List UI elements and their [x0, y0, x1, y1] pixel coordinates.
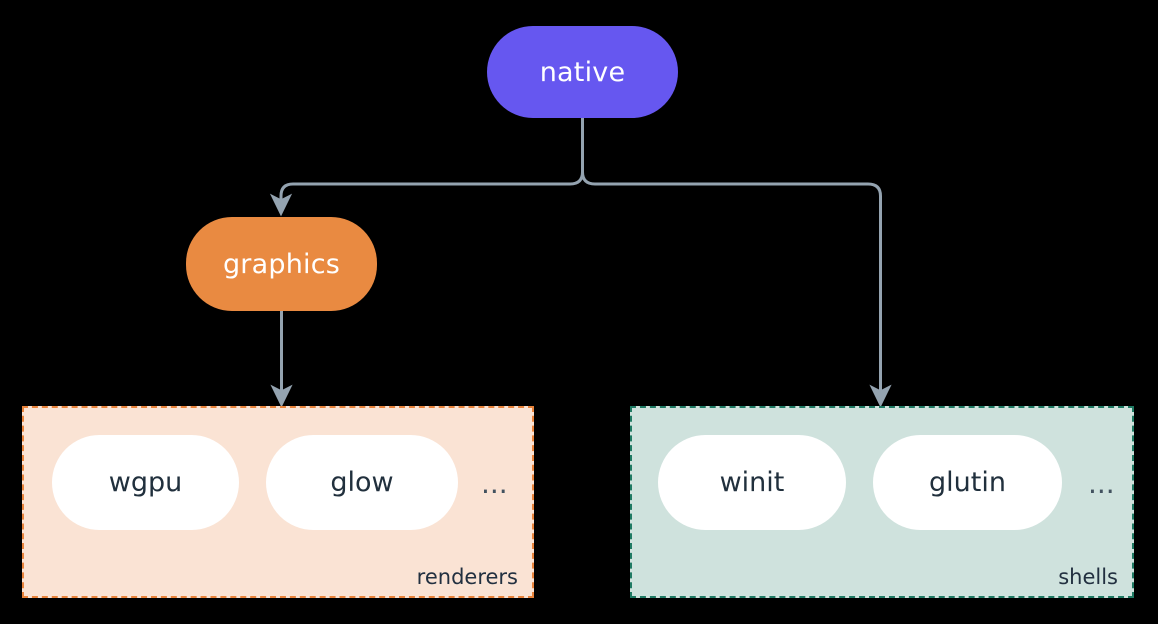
cluster-renderers: wgpu glow ... renderers	[22, 406, 534, 598]
leaf-node-wgpu[interactable]: wgpu	[52, 435, 239, 530]
cluster-shells-label: shells	[1058, 565, 1118, 589]
leaf-node-winit[interactable]: winit	[658, 435, 846, 530]
edge-native-to-graphics	[269, 170, 584, 217]
renderers-more-ellipsis: ...	[481, 467, 508, 500]
edge-native-to-shells	[581, 170, 892, 408]
shells-more-ellipsis: ...	[1088, 467, 1115, 500]
node-graphics-label: graphics	[222, 248, 341, 280]
node-native[interactable]: native	[487, 26, 678, 118]
cluster-shells: winit glutin ... shells	[630, 406, 1134, 598]
leaf-node-glow[interactable]: glow	[266, 435, 458, 530]
leaf-node-glutin[interactable]: glutin	[873, 435, 1062, 530]
cluster-renderers-label: renderers	[416, 565, 518, 589]
leaf-node-winit-label: winit	[719, 467, 785, 498]
leaf-node-wgpu-label: wgpu	[108, 467, 183, 498]
node-native-label: native	[539, 56, 626, 88]
node-graphics[interactable]: graphics	[186, 217, 377, 311]
leaf-node-glutin-label: glutin	[929, 467, 1006, 498]
leaf-node-glow-label: glow	[330, 467, 394, 498]
